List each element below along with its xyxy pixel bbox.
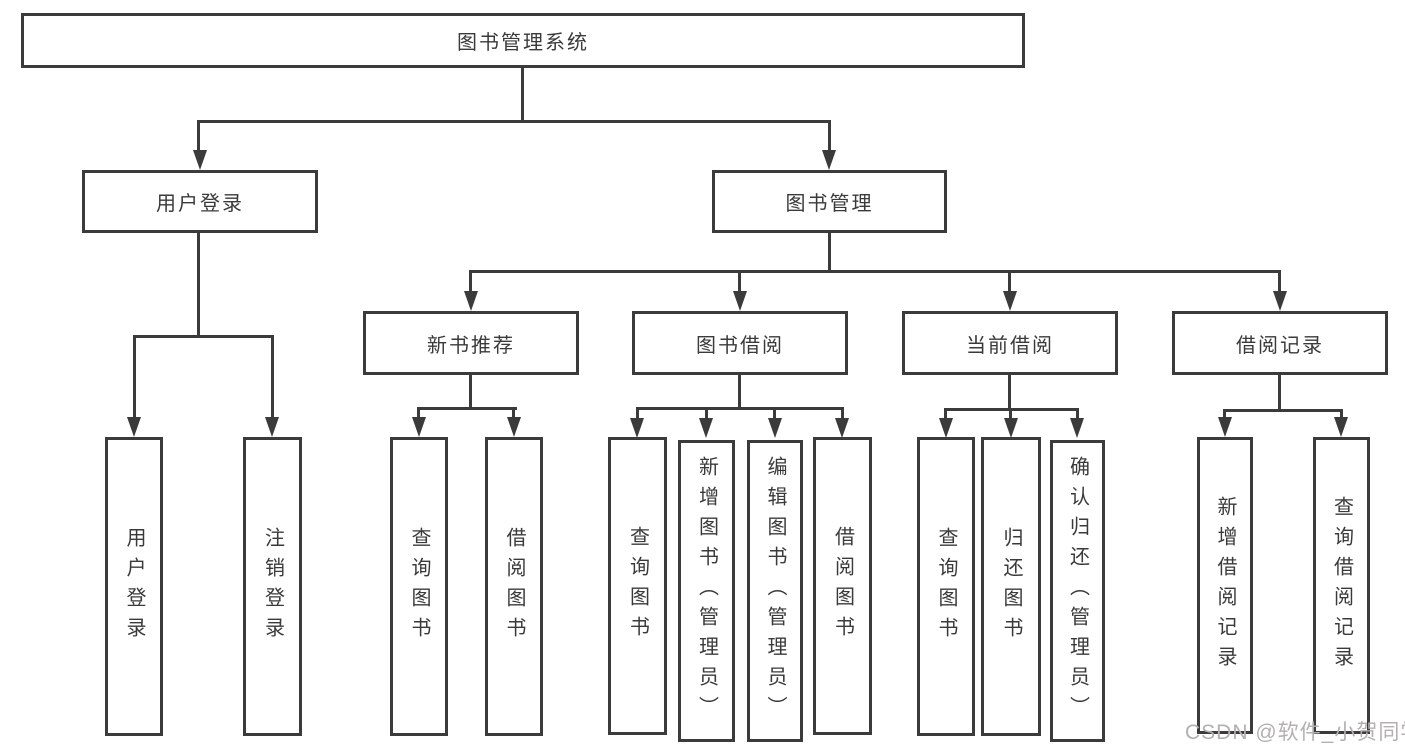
connector-drop-br-add: [1223, 409, 1226, 419]
arrowhead-leaf-login: [127, 417, 141, 437]
arrowhead-cb-confirm: [1070, 418, 1084, 438]
leaf-record-query: 查询借阅记录: [1313, 437, 1370, 734]
leaf-user-login: 用户登录: [105, 437, 163, 736]
connector-userlogin-elbow: [133, 335, 274, 338]
connector-newbook-elbow: [417, 407, 517, 410]
leaf-borrow-add-admin-label: 新增图书（管理员）: [695, 456, 718, 726]
leaf-borrow-edit-admin: 编辑图书（管理员）: [747, 440, 803, 742]
connector-drop-bb-add: [705, 407, 708, 421]
connector-drop-br-query: [1340, 409, 1343, 419]
leaf-current-confirm-admin: 确认归还（管理员）: [1050, 440, 1105, 742]
connector-drop-book-borrow: [738, 270, 741, 294]
connector-drop-bb-borrow: [841, 407, 844, 421]
connector-level2-elbow: [197, 120, 831, 123]
leaf-user-login-label: 用户登录: [123, 526, 145, 647]
leaf-newbook-borrow-label: 借阅图书: [503, 526, 525, 647]
node-book-management: 图书管理: [712, 170, 947, 233]
node-current-borrow-label: 当前借阅: [966, 334, 1054, 357]
root-node-label: 图书管理系统: [457, 32, 589, 54]
connector-bookborrow-elbow: [636, 407, 844, 410]
arrowhead-user-login: [193, 150, 207, 170]
node-book-borrow: 图书借阅: [632, 311, 848, 375]
arrowhead-new-book: [464, 291, 478, 311]
connector-drop-nb-borrow: [512, 407, 515, 419]
connector-drop-nb-query: [417, 407, 420, 419]
leaf-borrow-edit-admin-label: 编辑图书（管理员）: [764, 456, 786, 726]
leaf-current-return: 归还图书: [981, 437, 1041, 736]
connector-bookmgmt-trunk: [828, 233, 831, 273]
watermark: CSDN @软件_小贺同学: [1185, 721, 1405, 744]
connector-currentborrow-trunk: [1008, 375, 1011, 411]
node-borrow-record: 借阅记录: [1172, 311, 1388, 375]
arrowhead-nb-query: [412, 417, 426, 437]
connector-drop-cb-return: [1009, 408, 1012, 420]
arrowhead-current-borrow: [1003, 291, 1017, 311]
node-borrow-record-label: 借阅记录: [1236, 334, 1324, 357]
arrowhead-br-add: [1218, 417, 1232, 437]
leaf-logout-label: 注销登录: [261, 526, 284, 647]
arrowhead-leaf-logout: [265, 417, 279, 437]
connector-root-trunk: [521, 68, 524, 123]
arrowhead-bb-query: [630, 418, 644, 438]
connector-drop-borrow-record: [1278, 270, 1281, 294]
connector-bookborrow-trunk: [738, 375, 741, 410]
leaf-current-confirm-admin-label: 确认归还（管理员）: [1066, 456, 1089, 726]
leaf-record-add-label: 新增借阅记录: [1214, 495, 1236, 676]
node-user-login: 用户登录: [82, 170, 318, 233]
arrowhead-book-mgmt: [822, 150, 836, 170]
arrowhead-br-query: [1334, 417, 1348, 437]
root-node: 图书管理系统: [21, 13, 1025, 68]
node-new-book-recommend-label: 新书推荐: [427, 334, 515, 357]
connector-borrowrecord-trunk: [1278, 375, 1281, 412]
connector-drop-book-mgmt: [828, 120, 831, 152]
connector-drop-current-borrow: [1008, 270, 1011, 294]
arrowhead-book-borrow: [733, 291, 747, 311]
arrowhead-bb-add: [699, 418, 713, 438]
connector-drop-user-login: [197, 120, 200, 152]
node-new-book-recommend: 新书推荐: [363, 311, 579, 375]
leaf-borrow-query: 查询图书: [608, 437, 667, 735]
connector-drop-bb-query: [636, 407, 639, 421]
node-current-borrow: 当前借阅: [902, 311, 1118, 375]
arrowhead-nb-borrow: [507, 417, 521, 437]
node-book-borrow-label: 图书借阅: [696, 334, 784, 357]
connector-drop-new-book: [469, 270, 472, 294]
leaf-current-return-label: 归还图书: [1000, 526, 1022, 647]
leaf-newbook-query: 查询图书: [390, 437, 448, 736]
leaf-logout: 注销登录: [243, 437, 302, 736]
connector-drop-cb-confirm: [1076, 408, 1079, 420]
connector-borrowrecord-elbow: [1223, 409, 1343, 412]
arrowhead-cb-query: [939, 418, 953, 438]
leaf-record-add: 新增借阅记录: [1197, 437, 1253, 734]
leaf-borrow-borrow: 借阅图书: [813, 437, 872, 735]
leaf-record-query-label: 查询借阅记录: [1330, 495, 1353, 676]
arrowhead-bb-edit: [768, 418, 782, 438]
connector-drop-leaf-login: [133, 335, 136, 419]
arrowhead-cb-return: [1004, 418, 1018, 438]
arrowhead-bb-borrow: [835, 418, 849, 438]
arrowhead-borrow-record: [1273, 291, 1287, 311]
connector-userlogin-trunk: [197, 233, 200, 338]
connector-newbook-trunk: [469, 375, 472, 410]
connector-drop-cb-query: [944, 408, 947, 420]
leaf-borrow-query-label: 查询图书: [626, 526, 649, 646]
leaf-current-query-label: 查询图书: [935, 526, 957, 647]
leaf-newbook-query-label: 查询图书: [408, 526, 430, 647]
connector-drop-leaf-logout: [271, 335, 274, 419]
leaf-current-query: 查询图书: [917, 437, 975, 736]
leaf-borrow-add-admin: 新增图书（管理员）: [678, 440, 735, 742]
node-book-management-label: 图书管理: [785, 193, 874, 215]
connector-level3-elbow: [469, 270, 1281, 273]
leaf-borrow-borrow-label: 借阅图书: [831, 526, 854, 646]
leaf-newbook-borrow: 借阅图书: [485, 437, 543, 736]
node-user-login-label: 用户登录: [156, 193, 244, 215]
connector-drop-bb-edit: [773, 407, 776, 421]
